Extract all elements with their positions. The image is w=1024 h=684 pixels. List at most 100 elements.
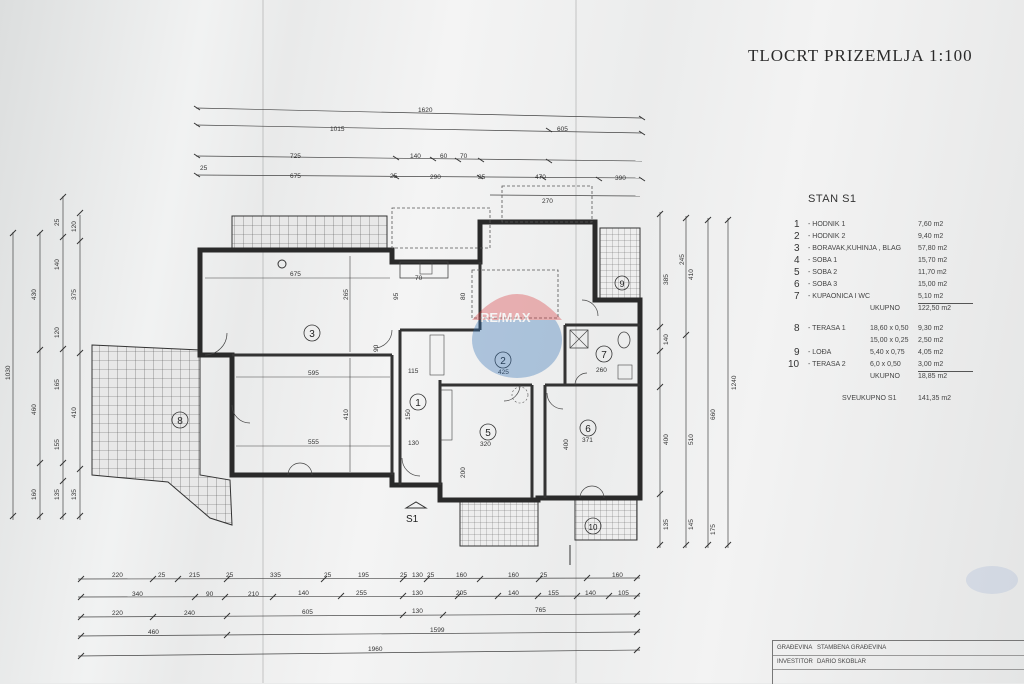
svg-text:90: 90 [373,344,380,352]
dim-label: 175 [710,524,717,535]
room-number: 10 [589,523,598,532]
interior-dimensions: 675 595 555 265 410 115 425 320 371 200 … [205,256,607,478]
dim-label: 240 [184,610,195,617]
dim-label: 25 [390,173,398,180]
dim-label: 155 [54,439,61,450]
dim-label: 725 [290,153,301,160]
dim-label: 120 [54,327,61,338]
dim-label: 70 [460,153,468,160]
svg-text:265: 265 [343,289,350,300]
dim-label: 675 [290,173,301,180]
right-ticks [656,210,732,549]
terrace-top [231,215,388,251]
dim-label: 220 [112,572,123,579]
dim-label: 385 [663,274,670,285]
room-marker-1 [409,393,427,411]
room-marker-5 [479,423,497,441]
top-dimension-lines [195,107,643,197]
top-dimension-labels: 1620 1015 605 725 140 60 70 25 675 25 29… [200,107,626,205]
stove-icon [419,261,433,275]
dim-label: 135 [663,519,670,530]
left-dimension-labels: 1030 460 430 160 140 120 165 155 135 25 … [5,218,78,500]
paper-fold [575,0,577,683]
bottom-ticks [77,574,641,660]
dim-label: 510 [688,434,695,445]
dim-label: 25 [54,218,61,226]
toilet-icon [617,331,631,349]
dim-label: 135 [54,489,61,500]
left-dimension-lines [12,196,81,520]
svg-text:400: 400 [563,439,570,450]
dim-label: 1960 [368,646,383,653]
dim-label: 255 [356,590,367,597]
dim-label: 320 [480,441,491,448]
dim-label: 410 [688,269,695,280]
dim-label: 605 [557,126,568,133]
stamp-smudge [966,566,1018,594]
chimney-icon [277,259,287,269]
dim-label: 140 [508,590,519,597]
dim-label: 1620 [418,107,433,114]
remax-watermark: RE/MAX [472,294,562,378]
stamp-key: GRAĐEVINA [777,645,813,651]
dim-label: 25 [158,572,166,579]
svg-text:S1: S1 [406,514,419,525]
dim-label: 25 [427,572,435,579]
dim-label: 220 [112,610,123,617]
loggia [599,227,641,299]
dim-label: 1030 [5,365,12,380]
svg-text:80: 80 [460,292,467,300]
dim-label: 165 [54,379,61,390]
shower-icon [569,329,589,349]
dim-label: 145 [688,519,695,530]
dashed-outlines [391,185,593,319]
room-marker-3 [303,324,321,342]
svg-text:95: 95 [393,292,400,300]
dim-label: 160 [31,489,38,500]
stamp-key: INVESTITOR [777,659,813,665]
dim-label: 605 [302,609,313,616]
dim-label: 660 [710,409,717,420]
svg-text:RE/MAX: RE/MAX [480,310,531,325]
room-number: 7 [601,350,607,361]
dim-label: 25 [324,572,332,579]
svg-text:200: 200 [460,467,467,478]
dim-label: 140 [585,590,596,597]
paper-fold [262,0,264,683]
bottom-dimension-labels: 220 25 215 25 335 25 195 25 130 25 160 1… [112,572,629,653]
marker-circle [511,386,529,404]
door-swings [204,299,605,499]
room-number: 3 [309,329,315,340]
stamp-value: DARIO SKOBLAR [817,659,867,665]
room-marker-9 [614,275,630,291]
dim-label: 25 [200,165,208,172]
dim-label: 195 [358,572,369,579]
dim-label: 290 [430,174,441,181]
room-marker-8 [171,411,189,429]
terrace-south [459,497,539,547]
interior-walls [232,262,640,498]
svg-text:150: 150 [405,409,412,420]
room-number: 6 [585,424,591,435]
dim-label: 130 [412,590,423,597]
dim-label: 375 [71,289,78,300]
dim-label: 245 [679,254,686,265]
dim-label: 25 [478,174,486,181]
dim-label: 210 [248,591,259,598]
room-number: 5 [485,428,491,439]
dim-label: 140 [410,153,421,160]
dim-label: 765 [535,607,546,614]
dim-label: 205 [456,590,467,597]
left-ticks [9,193,84,520]
